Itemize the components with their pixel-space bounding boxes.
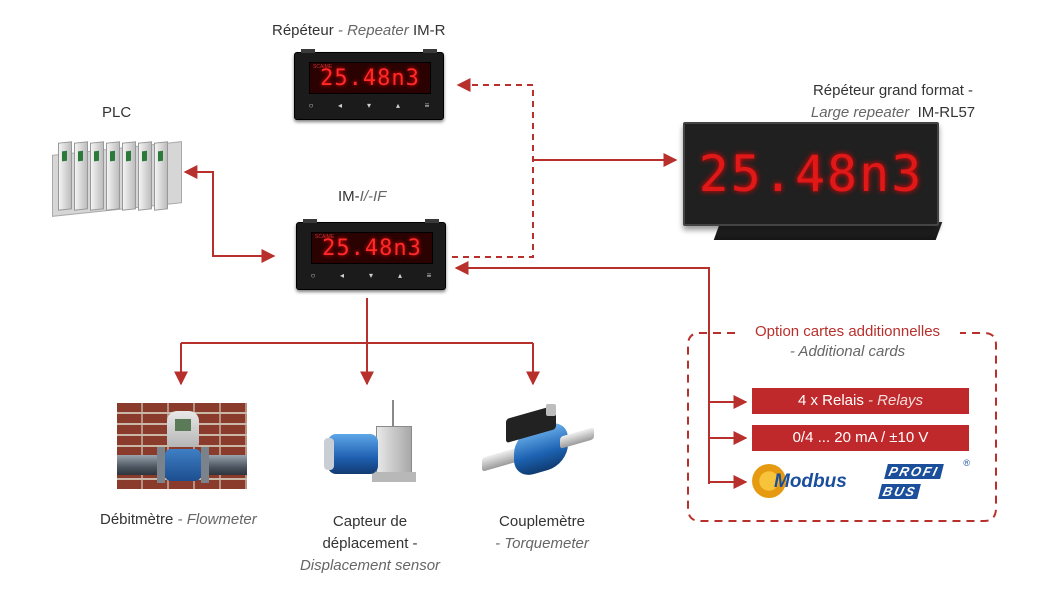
repeater-link-arrow: [452, 78, 534, 258]
repeater-readout: 25.48n3: [320, 66, 420, 91]
enter-key-icon: ≡: [426, 271, 432, 280]
torquemeter-label: Couplemètre - Torquemeter: [495, 513, 589, 552]
large-repeater-display: 25.48n3: [683, 122, 943, 240]
main-readout: 25.48n3: [322, 236, 422, 261]
left-key-icon: ◂: [339, 271, 344, 280]
modbus-logo: Modbus: [752, 462, 860, 500]
down-key-icon: ▾: [366, 101, 371, 110]
relays-option: 4 x Relais - Relays: [752, 388, 969, 414]
plc-label: PLC: [102, 104, 132, 121]
analog-output-option: 0/4 ... 20 mA / ±10 V: [752, 425, 969, 451]
options-feed-arrow: [454, 261, 710, 484]
left-key-icon: ◂: [337, 101, 342, 110]
power-key-icon: ○: [308, 101, 314, 110]
main-display: SCAIME 25.48n3: [311, 232, 433, 264]
options-dashed-box: [687, 332, 997, 522]
torquemeter-image: [478, 402, 598, 492]
plc-image: [52, 138, 182, 217]
repeater-display: SCAIME 25.48n3: [309, 62, 431, 94]
options-title: Option cartes additionnelles - Additiona…: [754, 323, 941, 360]
displacement-sensor-label: Capteur de déplacement - Displacement se…: [299, 513, 441, 574]
power-key-icon: ○: [310, 271, 316, 280]
gear-icon: [752, 464, 786, 498]
main-unit-label: IM-I/-IF: [338, 188, 387, 205]
down-key-icon: ▾: [368, 271, 373, 280]
up-key-icon: ▴: [397, 271, 402, 280]
profibus-logo: PROFI BUS ®: [878, 458, 970, 502]
main-meter: SCAIME 25.48n3 ○ ◂ ▾ ▴ ≡: [296, 219, 446, 290]
repeater-label: Répéteur - Repeater IM-R: [272, 22, 446, 39]
large-repeater-label: Répéteur grand format - Large repeater I…: [810, 82, 976, 121]
repeater-meter: SCAIME 25.48n3 ○ ◂ ▾ ▴ ≡: [294, 49, 444, 120]
up-key-icon: ▴: [395, 101, 400, 110]
plc-link-arrow: [183, 165, 276, 263]
enter-key-icon: ≡: [424, 101, 430, 110]
flowmeter-image: [117, 403, 247, 489]
large-repeater-readout: 25.48n3: [698, 145, 924, 203]
displacement-sensor-image: [322, 398, 422, 498]
flowmeter-label: Débitmètre - Flowmeter: [100, 511, 257, 528]
